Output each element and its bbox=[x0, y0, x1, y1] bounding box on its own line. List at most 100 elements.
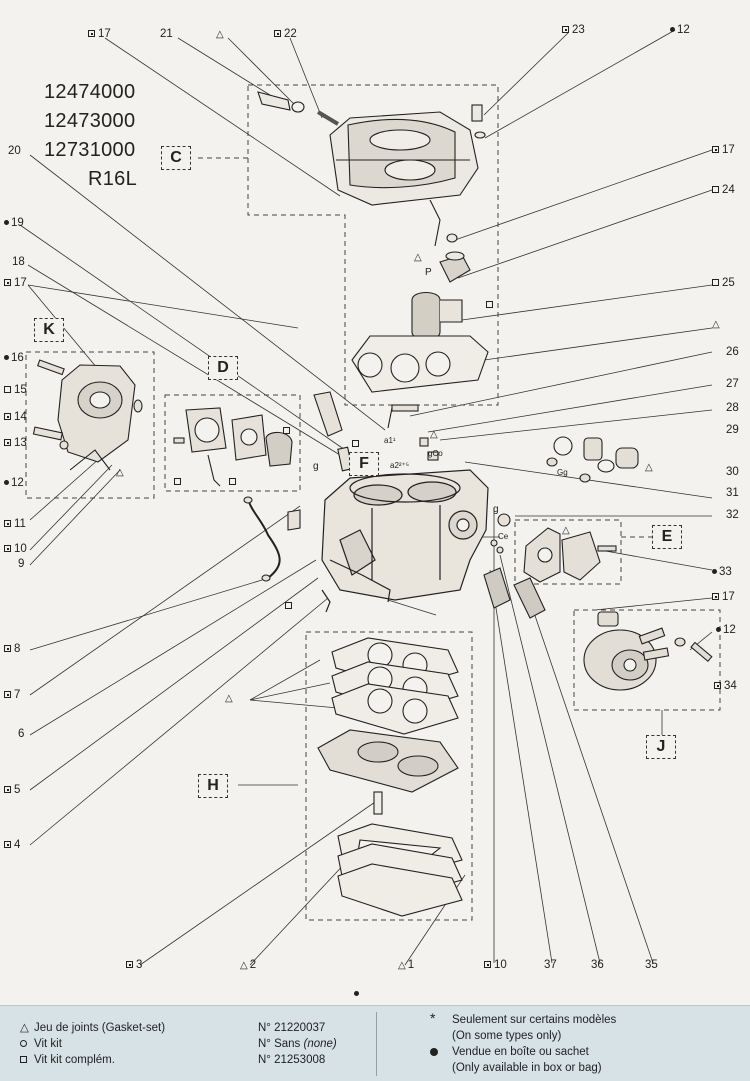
kit-marker-body bbox=[285, 600, 295, 613]
callout-12-j: 12 bbox=[716, 624, 736, 637]
callout-37: 37 bbox=[544, 959, 557, 971]
legend-note-some-types: *Seulement sur certains modèles bbox=[430, 1010, 617, 1026]
circle-icon bbox=[20, 1040, 27, 1048]
gasket-marker-k: △ bbox=[116, 467, 124, 478]
callout-9: 9 bbox=[18, 558, 25, 570]
gasket-marker-24: △ bbox=[414, 252, 422, 263]
gasket-marker-25: △ bbox=[712, 319, 720, 330]
callout-35: 35 bbox=[645, 959, 658, 971]
legend-divider bbox=[376, 1012, 377, 1076]
reference-number-1: 12474000 bbox=[44, 81, 136, 103]
callout-10-left: 10 bbox=[4, 543, 27, 556]
group-label-e: E bbox=[652, 525, 682, 549]
legend-complem: Vit kit complém. bbox=[20, 1052, 165, 1068]
kit-marker-f bbox=[352, 438, 362, 451]
callout-15: 15 bbox=[4, 384, 27, 397]
callout-20: 20 bbox=[8, 145, 21, 157]
group-label-d: D bbox=[208, 356, 238, 380]
callout-31: 31 bbox=[726, 487, 739, 499]
callout-23: 23 bbox=[562, 24, 585, 37]
reference-model: R16L bbox=[88, 168, 138, 190]
callout-25: 25 bbox=[712, 277, 735, 290]
kit-marker-d2 bbox=[174, 476, 184, 489]
legend-gasket-number: N° 21220037 bbox=[258, 1022, 326, 1034]
kit-marker-d3 bbox=[229, 476, 239, 489]
gasket-marker-h: △ bbox=[225, 693, 233, 704]
label-gg: Gg bbox=[557, 468, 568, 477]
carburetor-exploded-view bbox=[19, 29, 721, 966]
gasket-marker-21: △ bbox=[216, 29, 224, 40]
callout-32: 32 bbox=[726, 509, 739, 521]
callout-3: 3 bbox=[126, 959, 142, 972]
callout-17-right: 17 bbox=[712, 144, 735, 157]
callout-17-left: 17 bbox=[4, 277, 27, 290]
page-bullet bbox=[354, 987, 361, 1000]
legend-vit: Vit kit bbox=[20, 1036, 165, 1052]
legend-note-some-types-en: (On some types only) bbox=[452, 1030, 562, 1042]
square-icon bbox=[20, 1056, 27, 1064]
legend-note-box: Vendue en boîte ou sachet bbox=[430, 1044, 616, 1060]
gasket-marker-e: △ bbox=[562, 525, 570, 536]
asterisk-icon: * bbox=[430, 1010, 436, 1026]
callout-19: 19 bbox=[4, 217, 24, 230]
group-label-c: C bbox=[161, 146, 191, 170]
callout-21: 21 bbox=[160, 28, 173, 40]
callout-18: 18 bbox=[12, 256, 25, 268]
callout-11: 11 bbox=[4, 518, 26, 531]
label-a2: a2²⁺⁵ bbox=[390, 461, 410, 470]
legend-note-box-en: (Only available in box or bag) bbox=[452, 1062, 602, 1074]
callout-14: 14 bbox=[4, 411, 27, 424]
callout-8: 8 bbox=[4, 643, 20, 656]
callout-17-top: 17 bbox=[88, 28, 111, 41]
group-label-f: F bbox=[349, 452, 379, 476]
callout-28: 28 bbox=[726, 402, 739, 414]
callout-34: 34 bbox=[714, 680, 737, 693]
callout-4: 4 bbox=[4, 839, 20, 852]
callout-36: 36 bbox=[591, 959, 604, 971]
reference-numbers: 12474000 12473000 12731000 R16L bbox=[44, 78, 137, 194]
label-gco: gCo bbox=[428, 449, 443, 458]
label-g-right: g bbox=[493, 504, 499, 515]
label-g-left: g bbox=[313, 461, 319, 472]
callout-7: 7 bbox=[4, 689, 20, 702]
label-a1: a1¹ bbox=[384, 436, 396, 445]
callout-30: 30 bbox=[726, 466, 739, 478]
group-label-j: J bbox=[646, 735, 676, 759]
legend-left-labels: △Jeu de joints (Gasket-set) Vit kit Vit … bbox=[20, 1020, 165, 1068]
callout-29: 29 bbox=[726, 424, 739, 436]
legend-part-numbers: N° 21220037 N° Sans (none) N° 21253008 bbox=[258, 1020, 337, 1068]
callout-16: 16 bbox=[4, 352, 24, 365]
callout-5: 5 bbox=[4, 784, 20, 797]
callout-17-j: 17 bbox=[712, 591, 735, 604]
legend-vit-number: N° Sans (none) bbox=[258, 1038, 337, 1050]
callout-10-bottom: 10 bbox=[484, 959, 507, 972]
reference-number-2: 12473000 bbox=[44, 110, 136, 132]
legend-gasket: △Jeu de joints (Gasket-set) bbox=[20, 1022, 166, 1034]
gasket-marker-30: △ bbox=[645, 462, 653, 473]
reference-number-3: 12731000 bbox=[44, 139, 136, 161]
label-p: P bbox=[425, 267, 432, 278]
group-label-h: H bbox=[198, 774, 228, 798]
callout-27: 27 bbox=[726, 378, 739, 390]
legend-complem-number: N° 21253008 bbox=[258, 1054, 326, 1066]
group-label-k: K bbox=[34, 318, 64, 342]
callout-22: 22 bbox=[274, 28, 297, 41]
callout-12-top: 12 bbox=[670, 24, 690, 37]
callout-13: 13 bbox=[4, 437, 27, 450]
callout-24: 24 bbox=[712, 184, 735, 197]
callout-26: 26 bbox=[726, 346, 739, 358]
callout-12-left: 12 bbox=[4, 477, 24, 490]
label-ce: Ce bbox=[498, 532, 509, 541]
triangle-icon: △ bbox=[20, 1022, 29, 1034]
legend-notes: *Seulement sur certains modèles (On some… bbox=[430, 1010, 617, 1076]
callout-6: 6 bbox=[18, 728, 25, 740]
kit-marker-25 bbox=[486, 299, 496, 312]
callout-2: △2 bbox=[240, 959, 257, 971]
callout-1: △1 bbox=[398, 959, 415, 971]
gasket-marker-27: △ bbox=[430, 429, 438, 440]
filled-dot-icon bbox=[430, 1047, 438, 1056]
legend: △Jeu de joints (Gasket-set) Vit kit Vit … bbox=[0, 1005, 750, 1081]
kit-marker-d1 bbox=[283, 425, 293, 438]
callout-33: 33 bbox=[712, 566, 732, 579]
